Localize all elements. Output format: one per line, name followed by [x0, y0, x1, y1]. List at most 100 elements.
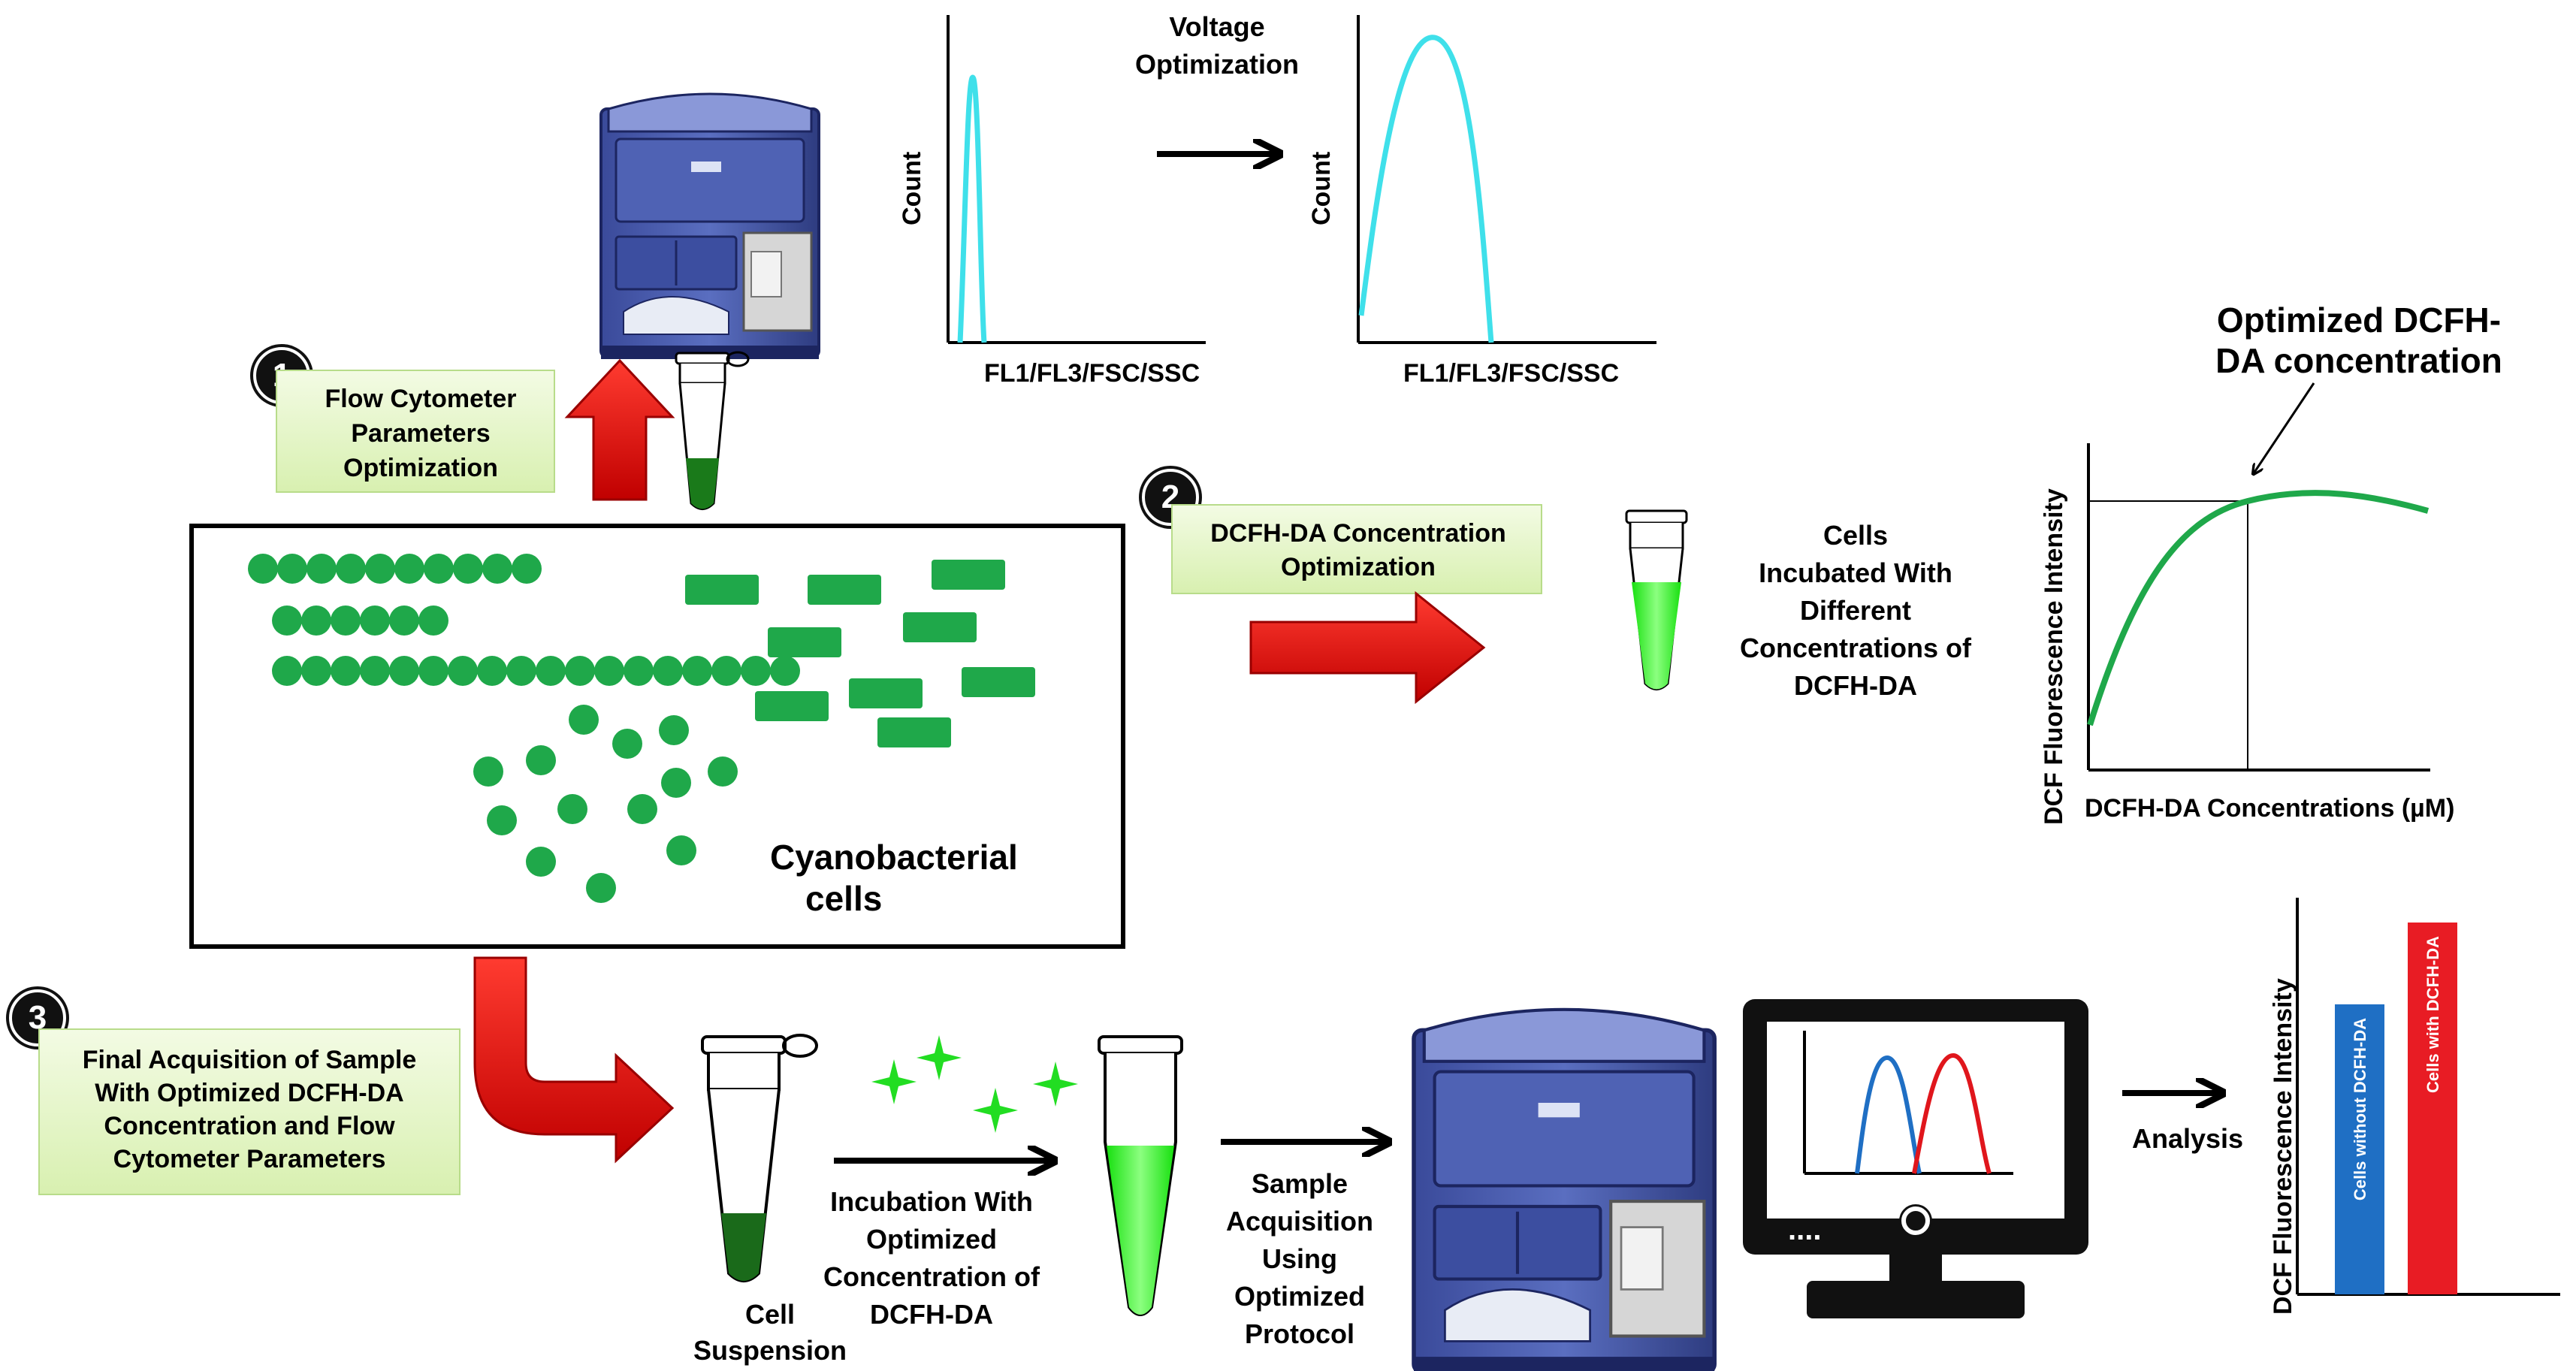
conc-chart-pointer-arrow [2254, 382, 2315, 473]
step-3-label-line4: Cytometer Parameters [113, 1145, 386, 1173]
filament-cell [506, 656, 536, 686]
tube-top-icon [675, 351, 750, 510]
filament-cell [277, 554, 307, 584]
cells-box-label-line1: Cyanobacterial [770, 838, 1018, 877]
histogram-right-ylabel: Count [1307, 152, 1336, 225]
incubation-line1: Incubation With [830, 1186, 1033, 1217]
step-1-label-line1: Flow Cytometer [325, 385, 516, 413]
filament-cell [272, 656, 302, 686]
filament-cell [624, 656, 654, 686]
incubated-line4: Concentrations of [1740, 633, 1972, 663]
cell-suspension-line1: Cell [745, 1299, 795, 1330]
filament-cell [389, 605, 419, 636]
monitor-dots: .... [1788, 1213, 1821, 1246]
voltage-label-line1: Voltage [1169, 11, 1264, 42]
filament-cell [418, 605, 448, 636]
filament-cell [653, 656, 683, 686]
histogram-left-curve [957, 74, 987, 343]
tube-stained-icon [1098, 1035, 1183, 1316]
filament-cell [770, 656, 800, 686]
histogram-left-ylabel: Count [898, 152, 926, 225]
filament-cell [448, 656, 478, 686]
incubated-line1: Cells [1823, 520, 1888, 551]
red-up-arrow [564, 358, 675, 501]
conc-chart-ylabel: DCF Fluorescence Intensity [2040, 488, 2068, 825]
incubation-line2: Optimized [866, 1224, 997, 1255]
red-right-arrow-step2 [1249, 590, 1486, 705]
filament-cell [331, 656, 361, 686]
filament-cell [394, 554, 424, 584]
filament-cell [512, 554, 542, 584]
cells-box [189, 524, 1125, 949]
filament-cell [389, 656, 419, 686]
step-1-label-line2: Parameters [351, 419, 490, 448]
filament-cell [360, 656, 390, 686]
filament-cell [477, 656, 507, 686]
filament-cell [565, 656, 595, 686]
step-3-label-box [38, 1028, 461, 1195]
analysis-label: Analysis [2132, 1123, 2243, 1154]
filament-cell [424, 554, 454, 584]
histogram-right: Count FL1/FL3/FSC/SSC [1307, 15, 1656, 388]
filament-cell [594, 656, 624, 686]
flow-cytometer-top-icon [599, 92, 820, 361]
bar-chart-ylabel: DCF Fluorescence Intensity [2269, 978, 2297, 1315]
bar-2 [2408, 923, 2457, 1294]
conc-chart-xlabel: DCFH-DA Concentrations (µM) [2085, 794, 2454, 823]
red-elbow-arrow-step3 [473, 956, 675, 1164]
filament-cell [307, 554, 337, 584]
filament-cell [482, 554, 512, 584]
filament-cell [682, 656, 712, 686]
histogram-left-xlabel: FL1/FL3/FSC/SSC [984, 359, 1200, 388]
tube-incubated-icon [1625, 509, 1688, 690]
filament-cell [418, 656, 448, 686]
filament-cell [248, 554, 278, 584]
conc-chart-title-line1: Optimized DCFH- [2217, 300, 2501, 340]
filament-cell [331, 605, 361, 636]
concentration-chart: Optimized DCFH- DA concentration DCF Flu… [2040, 300, 2502, 825]
acquisition-line5: Protocol [1245, 1318, 1354, 1349]
filament-cell [272, 605, 302, 636]
acquisition-line1: Sample [1252, 1168, 1348, 1199]
cells-box-label-line2: cells [805, 879, 882, 918]
acquisition-line2: Acquisition [1226, 1206, 1373, 1237]
filament-cell [536, 656, 566, 686]
monitor-icon: .... [1743, 999, 2088, 1318]
bar-1 [2335, 1004, 2384, 1294]
monitor-blue-peak [1855, 1055, 1922, 1174]
acquisition-line3: Using [1262, 1243, 1337, 1274]
filament-cell [711, 656, 741, 686]
monitor-red-peak [1912, 1052, 1992, 1174]
step-3-label-line3: Concentration and Flow [104, 1112, 395, 1140]
step-2-label-box [1171, 504, 1542, 594]
incubation-line3: Concentration of [823, 1261, 1040, 1292]
incubated-line2: Incubated With [1759, 557, 1952, 588]
rod-cells [685, 560, 1035, 747]
filament-cell [301, 656, 331, 686]
cell-suspension-line2: Suspension [693, 1335, 847, 1366]
histogram-left: Count FL1/FL3/FSC/SSC [898, 15, 1206, 388]
incubation-line4: DCFH-DA [870, 1299, 993, 1330]
histogram-right-curve [1358, 35, 1494, 343]
coccoid-cells [473, 705, 738, 903]
filament-cell [741, 656, 771, 686]
step-3-label-line1: Final Acquisition of Sample [83, 1046, 417, 1074]
filament-cell [336, 554, 366, 584]
incubated-line3: Different [1800, 595, 1911, 626]
bar-label-1: Cells without DCFH-DA [2351, 1018, 2369, 1200]
filament-cell [365, 554, 395, 584]
filament-cell [453, 554, 483, 584]
conc-chart-title-line2: DA concentration [2215, 341, 2502, 380]
conc-chart-curve [2087, 490, 2430, 726]
step-1-label-box [276, 370, 555, 493]
flow-cytometer-bottom-icon [1414, 1010, 1714, 1371]
histogram-right-xlabel: FL1/FL3/FSC/SSC [1403, 359, 1619, 388]
tube-cell-suspension-icon [701, 1034, 818, 1282]
step-2-label-line2: Optimization [1281, 553, 1436, 581]
dcfh-da-sparkles [871, 1035, 1078, 1133]
step-3-label-line2: With Optimized DCFH-DA [95, 1079, 403, 1107]
voltage-label-line2: Optimization [1135, 49, 1299, 80]
acquisition-line4: Optimized [1234, 1281, 1365, 1312]
step-2-label-line1: DCFH-DA Concentration [1210, 519, 1506, 548]
